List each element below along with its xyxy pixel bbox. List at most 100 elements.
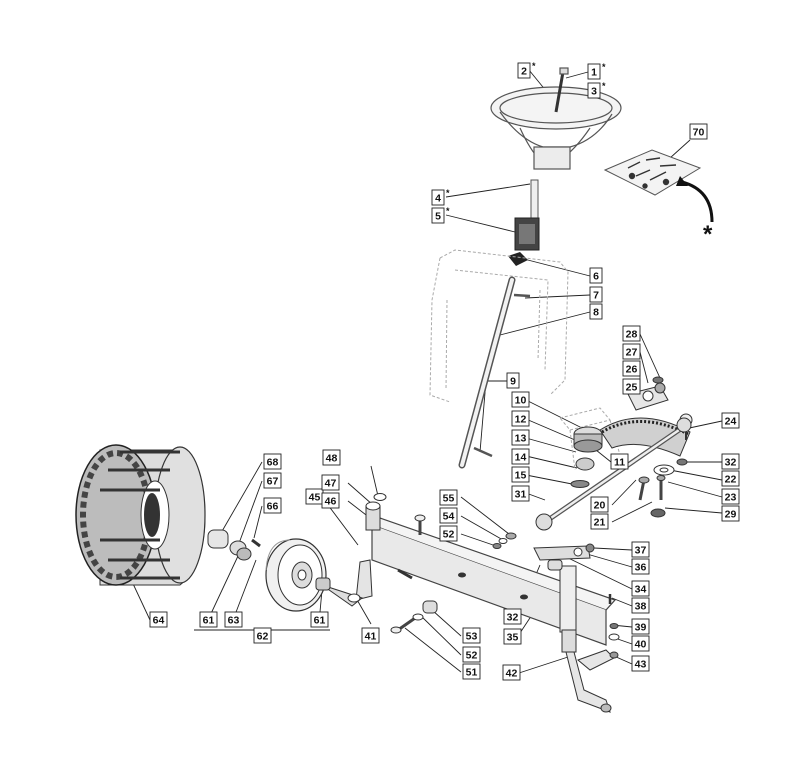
label-box xyxy=(590,496,609,513)
wheel-rim xyxy=(207,529,331,612)
label-number: 27 xyxy=(626,347,638,359)
part-label-14: 14 xyxy=(511,448,530,465)
part-label-70: 70 xyxy=(689,123,708,140)
part-label-24: 24 xyxy=(721,412,740,429)
part-label-20: 20 xyxy=(590,496,609,513)
part-label-22: 22 xyxy=(721,470,740,487)
label-box xyxy=(511,429,530,446)
part-label-54: 54 xyxy=(439,507,458,524)
label-number: 36 xyxy=(635,562,647,574)
label-number: 4 xyxy=(435,193,441,205)
label-number: 25 xyxy=(626,382,638,394)
label-box xyxy=(622,343,641,360)
label-box xyxy=(631,580,650,597)
label-box xyxy=(721,453,740,470)
part-label-62: 62 xyxy=(253,627,272,644)
label-number: 34 xyxy=(635,584,647,596)
part-label-11: 11 xyxy=(610,453,629,470)
label-box xyxy=(631,618,650,635)
part-label-7: 7 xyxy=(589,286,603,303)
label-box xyxy=(511,466,530,483)
label-box xyxy=(622,325,641,342)
label-box xyxy=(224,611,243,628)
label-number: 67 xyxy=(267,476,279,488)
part-label-38: 38 xyxy=(631,597,650,614)
part-label-46: 46 xyxy=(321,492,340,509)
part-label-23: 23 xyxy=(721,488,740,505)
part-label-37: 37 xyxy=(631,541,650,558)
label-number: 39 xyxy=(635,622,647,634)
part-label-10: 10 xyxy=(511,391,530,408)
label-number: 68 xyxy=(267,457,279,469)
label-box xyxy=(263,497,282,514)
label-box xyxy=(253,627,272,644)
part-label-61: 61 xyxy=(199,611,218,628)
label-box xyxy=(439,489,458,506)
front-axle-beam xyxy=(321,493,617,646)
label-box xyxy=(631,541,650,558)
label-box xyxy=(506,372,520,389)
label-box xyxy=(689,123,708,140)
part-label-21: 21 xyxy=(590,513,609,530)
part-label-53: 53 xyxy=(462,627,481,644)
label-box xyxy=(721,488,740,505)
label-box xyxy=(462,646,481,663)
label-number: 9 xyxy=(510,376,516,388)
label-box xyxy=(462,663,481,680)
part-label-13: 13 xyxy=(511,429,530,446)
label-box xyxy=(503,608,522,625)
part-label-48: 48 xyxy=(322,449,341,466)
label-number: 61 xyxy=(314,615,326,627)
part-label-55: 55 xyxy=(439,489,458,506)
label-box xyxy=(587,82,601,99)
label-box xyxy=(631,655,650,672)
label-box xyxy=(587,63,601,80)
part-label-39: 39 xyxy=(631,618,650,635)
label-number: 10 xyxy=(515,395,527,407)
label-number: 62 xyxy=(257,631,269,643)
label-box xyxy=(622,360,641,377)
label-box xyxy=(517,62,531,79)
label-number: 52 xyxy=(466,650,478,662)
part-label-2: 2* xyxy=(517,61,536,79)
fastener-kit-bag xyxy=(603,149,714,223)
part-label-66: 66 xyxy=(263,497,282,514)
label-number: 8 xyxy=(593,307,599,319)
label-number: 11 xyxy=(614,457,625,469)
label-box xyxy=(721,505,740,522)
part-label-5: 5* xyxy=(431,206,450,224)
label-box xyxy=(721,470,740,487)
label-number: 55 xyxy=(443,493,455,505)
label-number: 38 xyxy=(635,601,647,613)
label-box xyxy=(439,507,458,524)
label-number: 14 xyxy=(515,452,527,464)
part-label-45: 45 xyxy=(305,488,324,505)
label-box xyxy=(589,286,603,303)
label-box xyxy=(322,449,341,466)
label-box xyxy=(631,558,650,575)
steering-shaft-upper xyxy=(429,179,569,469)
label-box xyxy=(631,597,650,614)
label-box xyxy=(149,611,168,628)
label-box xyxy=(511,410,530,427)
label-number: 13 xyxy=(515,433,527,445)
label-box xyxy=(610,453,629,470)
part-label-8: 8 xyxy=(589,303,603,320)
label-number: 28 xyxy=(626,329,638,341)
label-box xyxy=(589,267,603,284)
part-labels: 1*2*3*4*5*678910111213141520212223242526… xyxy=(149,61,740,681)
label-box xyxy=(361,627,380,644)
part-label-51: 51 xyxy=(462,663,481,680)
label-number: 3 xyxy=(591,86,597,98)
label-number: 2 xyxy=(521,66,527,78)
label-number: 32 xyxy=(507,612,519,624)
label-number: 61 xyxy=(203,615,215,627)
label-asterisk: * xyxy=(446,188,450,198)
label-number: 66 xyxy=(267,501,279,513)
label-number: 47 xyxy=(325,478,337,490)
label-number: 22 xyxy=(725,474,737,486)
part-label-15: 15 xyxy=(511,466,530,483)
label-asterisk: * xyxy=(532,61,536,71)
part-label-40: 40 xyxy=(631,635,650,652)
